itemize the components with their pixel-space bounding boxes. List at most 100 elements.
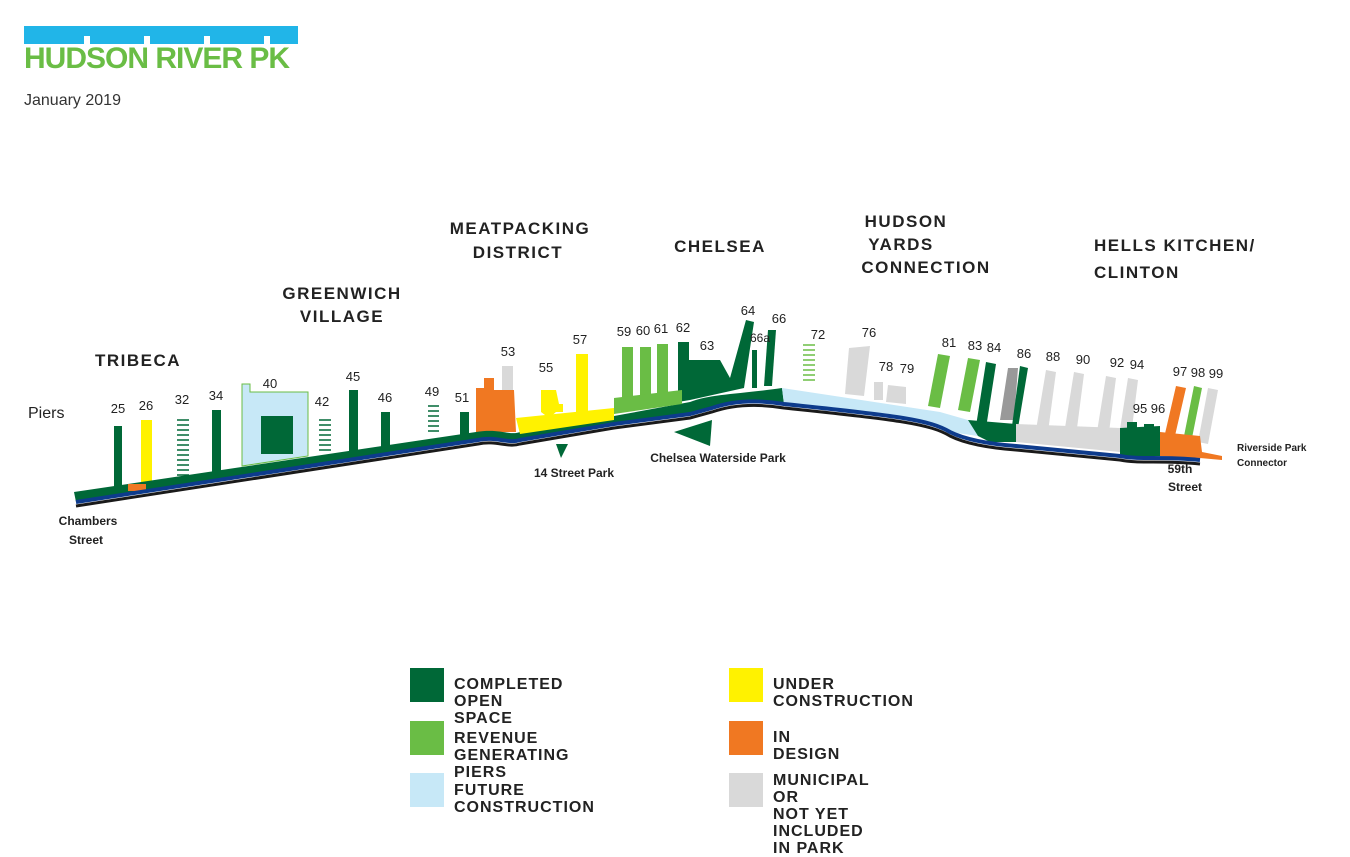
hells-kitchen-label-1: HELLS KITCHEN/ [1094,236,1256,255]
pier-46-shape [381,412,390,450]
pier-78-shape [874,382,883,400]
chelsea-label: CHELSEA [674,237,766,256]
pier-88-shape [1036,370,1056,432]
pier-49-label: 49 [425,384,439,399]
pier-26-label: 26 [139,398,153,413]
hudson-yards-label-1: HUDSON [865,212,948,231]
pier-66-label: 66 [772,311,786,326]
pier-42-shape [319,419,331,451]
meatpacking-label-2: DISTRICT [473,243,563,262]
pier-90-shape [1064,372,1084,436]
pier-49-shape [428,405,439,432]
park-map: 25 26 32 34 40 42 45 46 49 51 53 55 57 5… [28,212,1307,547]
pier-96-shape [1144,424,1154,432]
pier-76-label: 76 [862,325,876,340]
pier-95-label: 95 [1133,401,1147,416]
pier-62-63-shape [678,320,754,402]
clinton-cove-segment [1120,426,1160,456]
pier-92-label: 92 [1110,355,1124,370]
pier-97-label: 97 [1173,364,1187,379]
neighborhood-labels: TRIBECA GREENWICH VILLAGE MEATPACKING DI… [95,212,1256,370]
pier-labels: 25 26 32 34 40 42 45 46 49 51 53 55 57 5… [111,303,1223,416]
legend-label: MUNICIPAL OR NOT YET INCLUDED IN PARK [773,772,870,857]
pier-86-shape [1012,366,1028,428]
pier-94-shape [1118,378,1138,444]
pier-96-label: 96 [1151,401,1165,416]
legend-swatch [410,773,444,807]
meatpacking-label-1: MEATPACKING [450,219,591,238]
pier-83-shape [958,358,980,412]
shore-line [75,403,1201,508]
pier-66a-label: 66a [750,331,770,345]
legend-swatch [410,721,444,755]
pier-53-label: 53 [501,344,515,359]
pier-25-shape [114,426,122,492]
chelsea-piers-esplanade [614,390,682,414]
pier-45-label: 45 [346,369,360,384]
pier-57-label: 57 [573,332,587,347]
legend-swatch [410,668,444,702]
legend-swatch [729,721,763,755]
pier-99-shape [1198,388,1218,444]
place-labels: Piers Chambers Street 14 Street Park Che… [28,405,1307,547]
legend-swatch [729,668,763,702]
pier-40-field [261,416,293,454]
pier-79-shape [886,385,906,404]
riverside-park-connector-label-2: Connector [1237,458,1287,469]
pier-57-esplanade [516,408,614,434]
pier-99-label: 99 [1209,366,1223,381]
pier-94-label: 94 [1130,357,1144,372]
legend-label: FUTURE CONSTRUCTION [454,782,595,816]
pier-45-shape [349,390,358,454]
legend-label: COMPLETED OPEN SPACE [454,676,564,727]
pier-81-label: 81 [942,335,956,350]
pier-26-design [128,484,146,491]
pier-66-shape [764,330,776,386]
logo-bar [24,26,298,44]
chambers-street-label-1: Chambers [59,514,118,528]
hudson-yards-label-3: CONNECTION [861,258,990,277]
pier-72-shape [803,344,815,381]
pier-63-label: 63 [700,338,714,353]
pier-78-label: 78 [879,359,893,374]
pier-62-label: 62 [676,320,690,335]
pier-84-label: 84 [987,340,1001,355]
pier-51-label: 51 [455,390,469,405]
pier-34-shape [212,410,221,474]
pier-66a-shape [752,350,757,388]
pier-97-esplanade [1160,432,1222,460]
59th-street-label-1: 59th [1168,462,1193,476]
pier-53-gray [502,366,513,396]
pier-64-label: 64 [741,303,755,318]
pier-59-label: 59 [617,324,631,339]
hells-kitchen-label-2: CLINTON [1094,263,1180,282]
map-date: January 2019 [24,92,121,109]
pier-51-shape [460,412,469,438]
pier-98-shape [1184,386,1202,438]
pier-60-label: 60 [636,323,650,338]
pier-25-label: 25 [111,401,125,416]
future-construction-segment [782,388,978,436]
14-street-park-label: 14 Street Park [534,466,614,480]
pier-42-label: 42 [315,394,329,409]
pier-98-label: 98 [1191,365,1205,380]
chelsea-waterside-park-label: Chelsea Waterside Park [650,451,786,465]
pier-60-shape [640,347,651,401]
pier-34-label: 34 [209,388,223,403]
pier-72-label: 72 [811,327,825,342]
pier-40-label: 40 [263,376,277,391]
pier-46-label: 46 [378,390,392,405]
pier-95-shape [1127,422,1137,432]
legend-label: REVENUE GENERATING PIERS [454,730,570,781]
59th-street-label-2: Street [1168,480,1202,494]
pier-97-shape [1164,386,1186,440]
14-street-park-marker [556,444,568,458]
pier-55-label: 55 [539,360,553,375]
riverside-park-connector-label-1: Riverside Park [1237,443,1307,454]
piers-heading: Piers [28,405,64,422]
piers-layer [114,320,1218,492]
chambers-street-label-2: Street [69,533,103,547]
pier-92-shape [1096,376,1116,440]
legend-label: IN DESIGN [773,729,841,763]
pier-86-label: 86 [1017,346,1031,361]
